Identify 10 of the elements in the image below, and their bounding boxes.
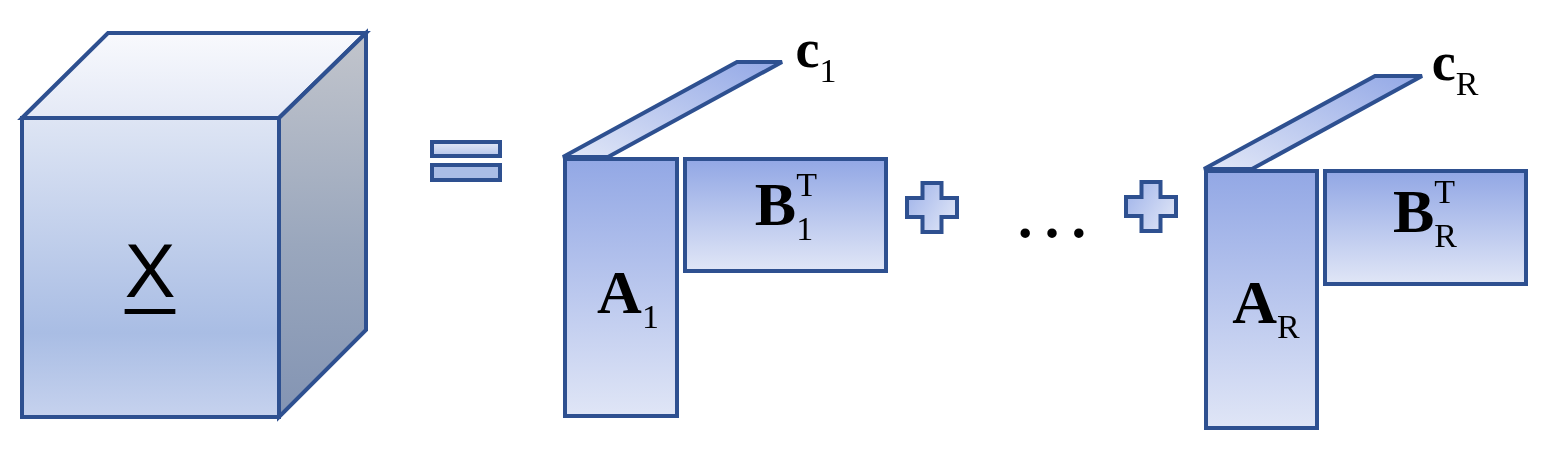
matrix-label: A$_{R}$ [1232,266,1300,344]
vector-label: c$_{1}$ [795,17,837,88]
matrix-block [683,157,888,273]
tensor-label: X [124,227,176,316]
vector-label: c$_{R}$ [1431,30,1479,101]
matrix-block [1204,169,1319,430]
matrix-block [563,157,679,418]
matrix-block [1323,169,1528,286]
ellipsis-text: … [1012,164,1092,256]
matrix-label: A$_{1}$ [597,256,659,334]
